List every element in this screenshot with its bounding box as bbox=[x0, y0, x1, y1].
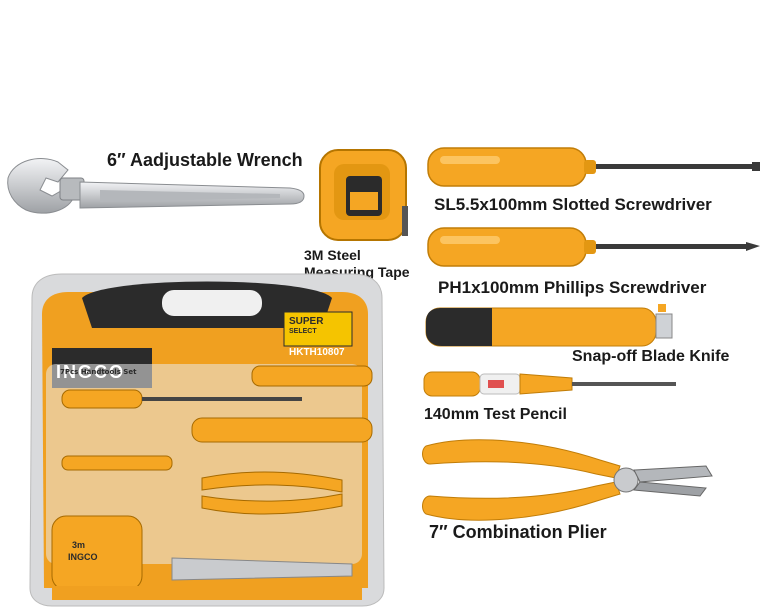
case-badge-line2: SELECT bbox=[289, 328, 317, 335]
knife-icon bbox=[425, 304, 673, 347]
phillips-screwdriver-icon bbox=[427, 227, 760, 267]
wrench-label: 6″ Aadjustable Wrench bbox=[107, 150, 303, 170]
phillips-label: PH1x100mm Phillips Screwdriver bbox=[438, 278, 707, 297]
slotted-screwdriver-icon bbox=[427, 147, 760, 187]
case-tape-brand: INGCO bbox=[68, 552, 98, 562]
tape-label-line1: 3M Steel bbox=[304, 247, 361, 263]
test-pencil-icon bbox=[423, 371, 676, 397]
tool-case-icon bbox=[29, 273, 385, 607]
case-set-name: 7Pcs Handtools Set bbox=[60, 368, 137, 376]
plier-label: 7″ Combination Plier bbox=[429, 522, 607, 542]
case-tape-size: 3m bbox=[72, 540, 86, 550]
pencil-label: 140mm Test Pencil bbox=[424, 406, 567, 423]
case-brand: INGCO bbox=[56, 362, 126, 382]
plier-icon bbox=[422, 439, 713, 521]
case-badge-line1: SUPER bbox=[289, 316, 324, 327]
case-model: HKTH10807 bbox=[289, 347, 345, 358]
slotted-label: SL5.5x100mm Slotted Screwdriver bbox=[434, 195, 712, 214]
tape-measure-icon bbox=[319, 149, 408, 241]
knife-label: Snap-off Blade Knife bbox=[572, 348, 730, 365]
wrench-icon bbox=[7, 158, 305, 214]
